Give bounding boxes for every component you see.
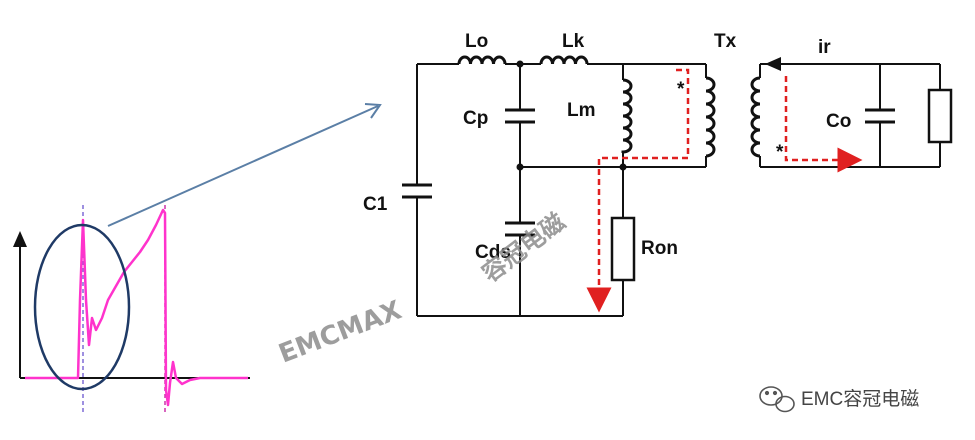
junction-dots — [516, 60, 627, 171]
y-axis-arrow-icon — [13, 231, 27, 247]
inductor-lm-icon — [621, 78, 633, 154]
primary-circuit — [416, 63, 707, 317]
label-tx: Tx — [714, 31, 737, 52]
waveform-inset — [13, 205, 250, 415]
zoom-pointer — [107, 103, 382, 227]
label-cds: Cds — [475, 242, 511, 263]
wechat-icon — [759, 386, 795, 413]
label-lo: Lo — [465, 31, 488, 52]
capacitor-co-icon — [865, 108, 895, 124]
pointer-arrowhead-icon — [364, 103, 382, 119]
highlight-ellipse — [33, 223, 131, 391]
label-lm: Lm — [567, 100, 596, 121]
inductor-lo-icon — [457, 55, 507, 65]
label-ir: ir — [818, 37, 831, 58]
label-ron: Ron — [641, 238, 678, 259]
credit-text: EMC容冠电磁 — [801, 388, 919, 410]
transformer-secondary-winding-icon — [750, 76, 761, 158]
label-c1: C1 — [363, 194, 388, 215]
current-ir-arrowhead-icon — [765, 57, 781, 71]
load-resistor-icon — [927, 88, 953, 144]
polarity-dot-secondary: * — [776, 142, 784, 163]
label-co: Co — [826, 111, 851, 132]
capacitor-cds-icon — [505, 221, 535, 237]
inductor-lk-icon — [539, 55, 589, 65]
primary-current-path — [586, 68, 690, 313]
polarity-dot-primary: * — [677, 79, 685, 100]
label-lk: Lk — [562, 31, 585, 52]
label-cp: Cp — [463, 108, 488, 129]
capacitor-cp-icon — [505, 108, 535, 124]
switching-waveform — [25, 208, 248, 407]
resistor-ron-icon — [610, 216, 636, 282]
watermark-emcmax: EMCMAX — [275, 295, 406, 369]
capacitor-c1-icon — [402, 183, 432, 199]
secondary-current-path — [784, 76, 863, 173]
transformer-primary-winding-icon — [705, 76, 716, 158]
